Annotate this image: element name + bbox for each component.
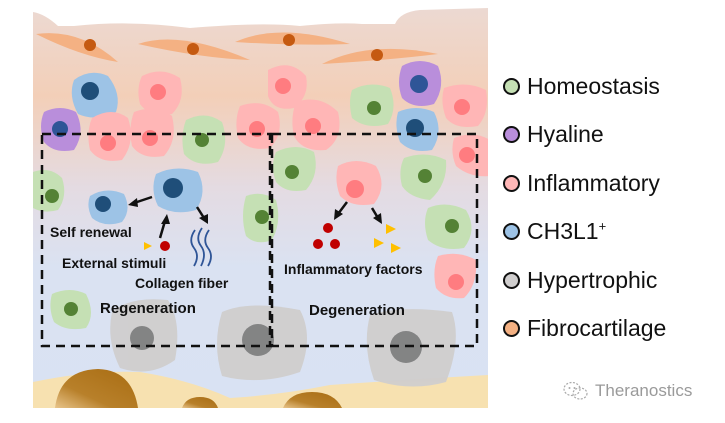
cell-cluster-middle [33, 147, 477, 330]
ch3l1-nucleus [406, 119, 424, 137]
inflammatory-nucleus [459, 147, 475, 163]
cell-cluster-top [41, 61, 488, 177]
fibrocartilage-layer [36, 32, 438, 64]
homeostasis-swatch-icon [503, 77, 520, 95]
watermark-text: Theranostics [595, 381, 693, 400]
legend-item-hypertrophic: Hypertrophic [503, 256, 725, 305]
homeostasis-nucleus [45, 189, 59, 203]
legend-label: Fibrocartilage [527, 315, 667, 342]
inflammatory-nucleus [275, 78, 291, 94]
watermark: Theranostics [563, 381, 692, 401]
collagen-fiber-icon [190, 227, 212, 267]
hyaline-nucleus [410, 75, 428, 93]
homeostasis-nucleus [195, 133, 209, 147]
label-self-renewal: Self renewal [50, 224, 132, 240]
label-inflammatory-factors: Inflammatory factors [284, 261, 423, 277]
legend-item-fibrocartilage: Fibrocartilage [503, 305, 725, 354]
legend-label-wrap: CH3L1+ [527, 218, 606, 245]
legend-label: Homeostasis [527, 72, 660, 99]
ch3l1-nucleus [95, 196, 111, 212]
hypertrophic-nucleus [130, 326, 154, 350]
legend-label: Hypertrophic [527, 266, 658, 293]
degeneration-panel: Inflammatory factors Degeneration [284, 161, 423, 319]
regeneration-panel: Self renewal External stimuli Collagen f… [50, 168, 229, 317]
homeostasis-nucleus [285, 165, 299, 179]
legend-label: CH3L1 [527, 218, 599, 245]
inflammatory-nucleus [346, 180, 364, 198]
hypertrophic-nucleus [242, 324, 274, 356]
stimulus-triangle [144, 242, 152, 250]
legend-item-inflammatory: Inflammatory [503, 159, 725, 208]
cytokine-triangle [386, 224, 396, 234]
legend-label: Inflammatory [527, 169, 660, 196]
arrow-self-renewal [128, 195, 208, 239]
wechat-icon [563, 381, 588, 400]
inflammatory-nucleus [100, 135, 116, 151]
stimulus-dot [160, 241, 170, 251]
homeostasis-nucleus [445, 219, 459, 233]
legend-item-hyaline: Hyaline [503, 111, 725, 160]
legend-item-ch3l1: CH3L1+ [503, 208, 725, 257]
ch3l1-nucleus [81, 82, 99, 100]
hypertrophic-cells [110, 299, 456, 387]
legend-label: Hyaline [527, 121, 604, 148]
regeneration-box [40, 132, 272, 348]
label-collagen-fiber: Collagen fiber [135, 275, 229, 291]
cytokine-triangle [391, 243, 401, 253]
legend-superscript: + [598, 218, 607, 234]
fibrocartilage-swatch-icon [503, 320, 520, 338]
hyaline-swatch-icon [503, 126, 520, 144]
ch3l1-swatch-icon [503, 223, 520, 241]
fibrocartilage-nucleus [84, 39, 96, 51]
inflammatory-nucleus [150, 84, 166, 100]
legend: Homeostasis Hyaline Inflammatory CH3L1+ … [503, 62, 725, 353]
subchondral-bone [33, 369, 488, 408]
inflammatory-nucleus [454, 99, 470, 115]
fibrocartilage-nucleus [187, 43, 199, 55]
fibrocartilage-cell [36, 33, 118, 62]
legend-item-homeostasis: Homeostasis [503, 62, 725, 111]
homeostasis-nucleus [418, 169, 432, 183]
bone-nodule [55, 369, 138, 408]
label-external-stimuli: External stimuli [62, 255, 166, 271]
inflammatory-nucleus [142, 130, 158, 146]
cytokine-dot [313, 239, 323, 249]
inflammatory-nucleus [448, 274, 464, 290]
bone-nodule [182, 397, 218, 408]
label-regeneration: Regeneration [100, 300, 196, 317]
ch3l1-nucleus [163, 178, 183, 198]
degeneration-box [270, 132, 479, 348]
homeostasis-nucleus [255, 210, 269, 224]
hypertrophic-swatch-icon [503, 271, 520, 289]
arrow-inflammatory [334, 201, 382, 224]
homeostasis-nucleus [64, 302, 78, 316]
fibrocartilage-nucleus [283, 34, 295, 46]
bone-nodule [283, 392, 342, 408]
cytokine-dot [330, 239, 340, 249]
cytokine-dot [323, 223, 333, 233]
cytokine-triangle [374, 238, 384, 248]
inflammatory-nucleus [305, 118, 321, 134]
label-degeneration: Degeneration [309, 302, 405, 319]
homeostasis-nucleus [367, 101, 381, 115]
inflammatory-swatch-icon [503, 174, 520, 192]
fibrocartilage-nucleus [371, 49, 383, 61]
